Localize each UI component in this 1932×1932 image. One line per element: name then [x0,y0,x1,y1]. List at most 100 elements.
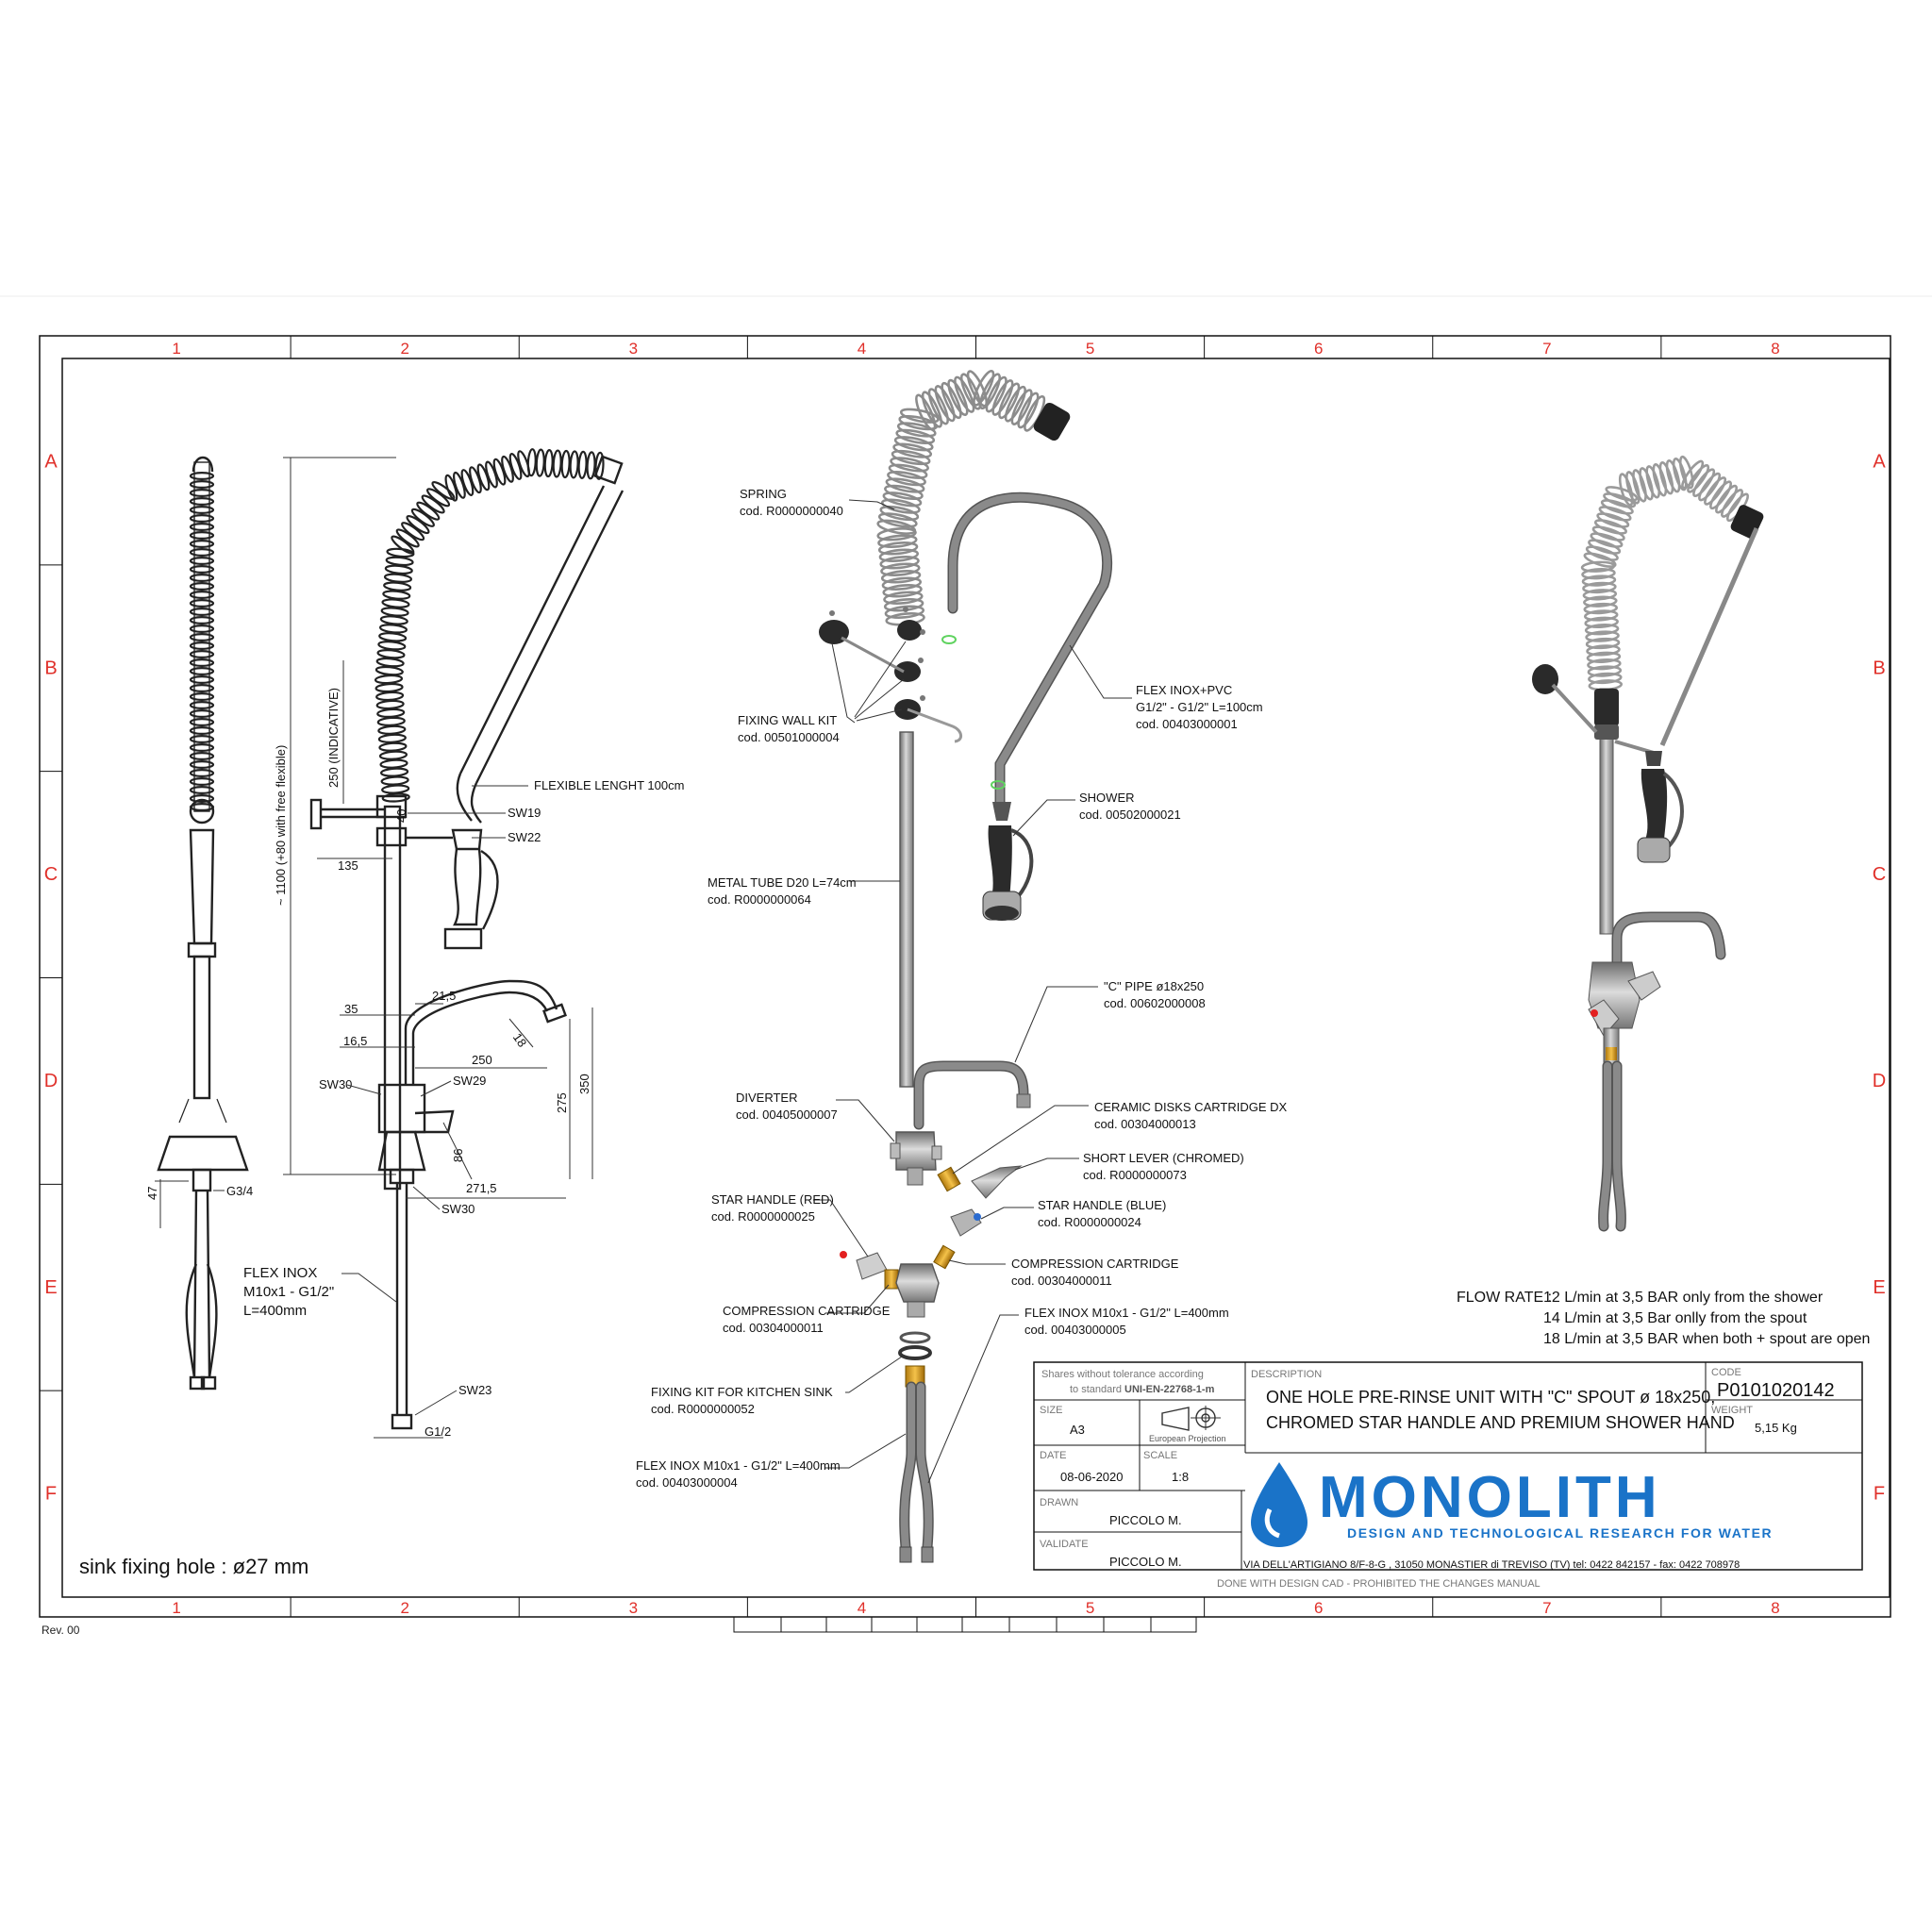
projection-symbol-icon [1161,1406,1221,1431]
drawn-value: PICCOLO M. [1109,1513,1182,1527]
label-star-handle-red: STAR HANDLE (RED) [711,1192,834,1207]
date-label: DATE [1040,1450,1067,1461]
revision-strip [733,1616,1197,1633]
grid-col-top-1: 1 [172,340,180,358]
grid-col-bottom-8: 8 [1771,1599,1779,1617]
dim-40: 40 [394,809,408,823]
grid-row-right-D: D [1873,1071,1886,1091]
description-line-1: ONE HOLE PRE-RINSE UNIT WITH "C" SPOUT ø… [1266,1388,1715,1407]
footer-note: DONE WITH DESIGN CAD - PROHIBITED THE CH… [1217,1578,1541,1590]
projection-label: European Projection [1149,1434,1226,1443]
flow-rate-line-3: 18 L/min at 3,5 BAR when both + spout ar… [1543,1331,1870,1347]
company-address: VIA DELL'ARTIGIANO 8/F-8-G , 31050 MONAS… [1243,1559,1740,1571]
tolerance-line-1: Shares without tolerance according [1041,1369,1204,1380]
code-short-lever: cod. R0000000073 [1083,1168,1187,1182]
grid-col-top-2: 2 [400,340,408,358]
dim-250: 250 [472,1053,492,1067]
grid-col-bottom-3: 3 [629,1599,638,1617]
grid-row-left-C: C [44,864,58,885]
grid-col-bottom-5: 5 [1086,1599,1094,1617]
label-flex-inox-3: L=400mm [243,1303,307,1319]
weight-label: WEIGHT [1711,1405,1753,1416]
dim-g34: G3/4 [226,1184,253,1198]
code-star-handle-blue: cod. R0000000024 [1038,1215,1141,1229]
grid-row-right-E: E [1873,1277,1885,1298]
code-fixing-kit-sink: cod. R0000000052 [651,1402,755,1416]
grid-col-bottom-1: 1 [172,1599,180,1617]
label-ceramic-cartridge: CERAMIC DISKS CARTRIDGE DX [1094,1100,1288,1114]
label-fixing-kit-sink: FIXING KIT FOR KITCHEN SINK [651,1385,833,1399]
grid-col-top-6: 6 [1314,340,1323,358]
grid-col-top-8: 8 [1771,340,1779,358]
label-sw29: SW29 [453,1074,486,1088]
monolith-logo: MONOLITH DESIGN AND TECHNOLOGICAL RESEAR… [1251,1462,1773,1547]
side-view: 47 G3/4 [145,456,253,1391]
label-flex-inox-pvc: FLEX INOX+PVC [1136,683,1232,697]
code-flex-inox-pvc: cod. 00403000001 [1136,717,1238,731]
label-compression-cartridge-left: COMPRESSION CARTRIDGE [723,1304,891,1318]
grid-row-left-B: B [44,658,57,678]
scale-value: 1:8 [1172,1470,1189,1484]
tolerance-standard: UNI-EN-22768-1-m [1124,1384,1215,1395]
dim-18: 18 [510,1030,530,1049]
product-code: P0101020142 [1717,1380,1835,1401]
grid-col-bottom-6: 6 [1314,1599,1323,1617]
exploded-view: SPRING cod. R0000000040 FIXING WALL KIT … [636,369,1288,1563]
flow-rate: FLOW RATE : 12 L/min at 3,5 BAR only fro… [1457,1290,1870,1347]
grid-row-left-E: E [44,1277,57,1298]
code-metal-tube: cod. R0000000064 [708,892,811,907]
dim-135: 135 [338,858,358,873]
label-shower: SHOWER [1079,791,1135,805]
dim-86: 86 [451,1149,465,1162]
grid-col-top-5: 5 [1086,340,1094,358]
sink-fixing-hole-note: sink fixing hole : ø27 mm [79,1555,308,1578]
grid-col-bottom-4: 4 [858,1599,866,1617]
label-flex-inox-1: FLEX INOX [243,1265,317,1281]
label-flexible-length: FLEXIBLE LENGHT 100cm [534,778,684,792]
drawn-label: DRAWN [1040,1497,1078,1508]
flow-rate-label: FLOW RATE : [1457,1290,1552,1306]
dim-35: 35 [344,1002,358,1016]
grid-row-left-F: F [45,1484,57,1505]
dim-47: 47 [145,1187,159,1200]
dim-250-indicative: 250 (INDICATIVE) [326,688,341,788]
brand-name: MONOLITH [1319,1465,1661,1530]
dim-g12: G1/2 [425,1424,451,1439]
grid-col-bottom-2: 2 [400,1599,408,1617]
code-ceramic-cartridge: cod. 00304000013 [1094,1117,1196,1131]
assembled-3d-view [1532,455,1764,1232]
label-metal-tube: METAL TUBE D20 L=74cm [708,875,857,890]
size-value: A3 [1070,1423,1085,1437]
dim-275: 275 [555,1092,569,1113]
grid-col-top-7: 7 [1542,340,1551,358]
label-fixing-wall-kit: FIXING WALL KIT [738,713,837,727]
code-compression-cartridge-right: cod. 00304000011 [1011,1274,1112,1288]
description-label: DESCRIPTION [1251,1369,1322,1380]
code-shower: cod. 00502000021 [1079,808,1181,822]
label-sw30-top: SW30 [319,1077,352,1091]
flow-rate-line-2: 14 L/min at 3,5 Bar onlly from the spout [1543,1310,1807,1326]
label-sw30-bottom: SW30 [441,1202,475,1216]
front-view: ~ 1100 (+80 with free flexible) 250 (IND… [243,448,684,1439]
flow-rate-line-1: 12 L/min at 3,5 BAR only from the shower [1543,1290,1824,1306]
grid-col-bottom-7: 7 [1542,1599,1551,1617]
weight-value: 5,15 Kg [1755,1421,1797,1435]
grid-row-left-A: A [44,451,58,472]
code-star-handle-red: cod. R0000000025 [711,1209,815,1224]
label-sw23: SW23 [458,1383,491,1397]
code-diverter: cod. 00405000007 [736,1108,838,1122]
label-diverter: DIVERTER [736,1091,798,1105]
grid-row-right-F: F [1874,1484,1885,1505]
grid-row-left-D: D [44,1071,58,1091]
spring-end-cap [1033,402,1071,441]
brand-tagline: DESIGN AND TECHNOLOGICAL RESEARCH FOR WA… [1347,1525,1773,1541]
spec-flex-inox-pvc: G1/2" - G1/2" L=100cm [1136,700,1263,714]
code-fixing-wall-kit: cod. 00501000004 [738,730,840,744]
grid-row-right-B: B [1873,658,1885,678]
label-flex-inox-left: FLEX INOX M10x1 - G1/2" L=400mm [636,1458,841,1473]
validate-value: PICCOLO M. [1109,1555,1182,1569]
label-compression-cartridge-right: COMPRESSION CARTRIDGE [1011,1257,1179,1271]
label-star-handle-blue: STAR HANDLE (BLUE) [1038,1198,1166,1212]
code-c-pipe: cod. 00602000008 [1104,996,1206,1010]
